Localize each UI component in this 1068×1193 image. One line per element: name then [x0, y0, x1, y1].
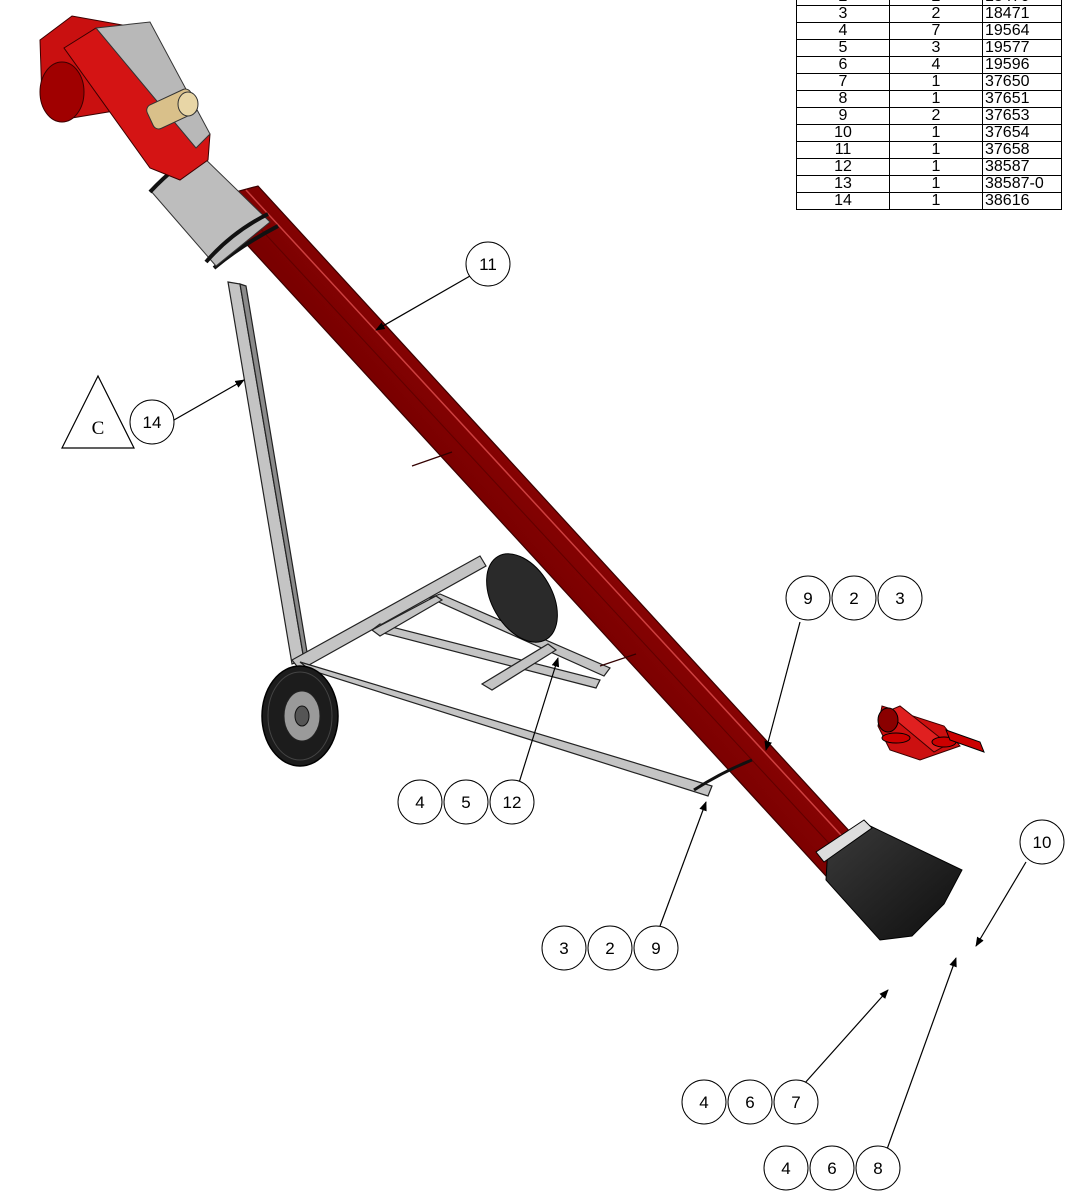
part-cell: 19577 [982, 39, 1062, 57]
tube-band [693, 758, 753, 792]
balloon-4: 4 [681, 1079, 727, 1125]
leader-line-10 [975, 861, 1027, 947]
svg-text:2: 2 [605, 939, 614, 958]
svg-text:2: 2 [849, 589, 858, 608]
balloon-4: 4 [763, 1145, 809, 1191]
item-cell: 14 [796, 192, 890, 210]
balloon-7: 7 [773, 1079, 819, 1125]
support-leg-shadow [239, 283, 309, 661]
svg-text:5: 5 [461, 793, 470, 812]
revision-triangle-shape [61, 374, 135, 449]
intake-handle [945, 729, 985, 753]
balloon-4: 4 [397, 779, 443, 825]
balloon-3: 3 [541, 925, 587, 971]
svg-text:8: 8 [873, 1159, 882, 1178]
leader-line-11 [375, 275, 471, 331]
balloon-2: 2 [587, 925, 633, 971]
svg-text:3: 3 [895, 589, 904, 608]
leader-line-14 [173, 379, 245, 421]
part-cell: 37651 [982, 90, 1062, 108]
part-cell: 19564 [982, 22, 1062, 40]
balloon-14: 14 [129, 399, 175, 445]
tube-seam [231, 197, 851, 867]
part-cell: 37650 [982, 73, 1062, 91]
balloon-8: 8 [855, 1145, 901, 1191]
part-cell: 37653 [982, 107, 1062, 125]
svg-text:6: 6 [745, 1093, 754, 1112]
support-leg [227, 281, 305, 665]
discharge-head [39, 15, 271, 267]
balloon-9: 9 [633, 925, 679, 971]
frame-rail-left [291, 555, 487, 671]
wheel [261, 665, 339, 767]
bearing-cap [177, 91, 199, 117]
svg-text:10: 10 [1033, 833, 1052, 852]
balloon-6: 6 [727, 1079, 773, 1125]
tire-tread [267, 671, 333, 761]
tube-joint [599, 653, 637, 667]
part-cell: 38587-0 [982, 175, 1062, 193]
svg-text:4: 4 [415, 793, 424, 812]
part-cell: 37658 [982, 141, 1062, 159]
leader-line-467 [803, 989, 889, 1085]
hopper-rim [815, 819, 873, 863]
frame-diagonal-2 [370, 595, 444, 637]
leader-lines [173, 275, 1027, 1153]
balloon-9: 9 [785, 575, 831, 621]
spout-opening [39, 61, 85, 123]
frame-diagonal [480, 643, 558, 691]
leader-line-468 [885, 957, 957, 1153]
center-pulley [486, 553, 558, 643]
balloon-2: 2 [831, 575, 877, 621]
revision-triangle: C [61, 374, 135, 449]
balloons: 11 14 9 2 3 4 5 12 10 3 2 9 4 6 7 4 6 8 [129, 241, 1065, 1191]
part-cell: 37654 [982, 124, 1062, 142]
item-cell: 12 [796, 158, 890, 176]
part-cell: 38616 [982, 192, 1062, 210]
leader-line-329 [659, 801, 707, 927]
svg-text:7: 7 [791, 1093, 800, 1112]
svg-text:14: 14 [143, 413, 162, 432]
tube-highlight [245, 189, 865, 861]
intake-hopper [815, 705, 985, 941]
balloon-12: 12 [489, 779, 535, 825]
hopper-body [825, 823, 963, 941]
svg-text:4: 4 [781, 1159, 790, 1178]
svg-text:6: 6 [827, 1159, 836, 1178]
intake-end [877, 707, 899, 733]
hub [294, 705, 310, 727]
balloon-11: 11 [465, 241, 511, 287]
balloon-6: 6 [809, 1145, 855, 1191]
svg-text:9: 9 [803, 589, 812, 608]
leader-line-923 [764, 621, 801, 751]
item-cell: 10 [796, 124, 890, 142]
svg-text:11: 11 [479, 255, 497, 274]
svg-text:9: 9 [651, 939, 660, 958]
upper-band-2 [204, 212, 269, 264]
tube-joint [411, 451, 453, 467]
balloon-10: 10 [1019, 819, 1065, 865]
foot-pad [881, 732, 911, 744]
revision-letter: C [92, 418, 105, 439]
auger-tube [204, 185, 876, 877]
svg-text:3: 3 [559, 939, 568, 958]
balloon-3: 3 [877, 575, 923, 621]
balloon-5: 5 [443, 779, 489, 825]
svg-text:12: 12 [503, 793, 522, 812]
frame [227, 281, 713, 797]
leader-line-4512 [517, 657, 560, 787]
svg-text:4: 4 [699, 1093, 708, 1112]
